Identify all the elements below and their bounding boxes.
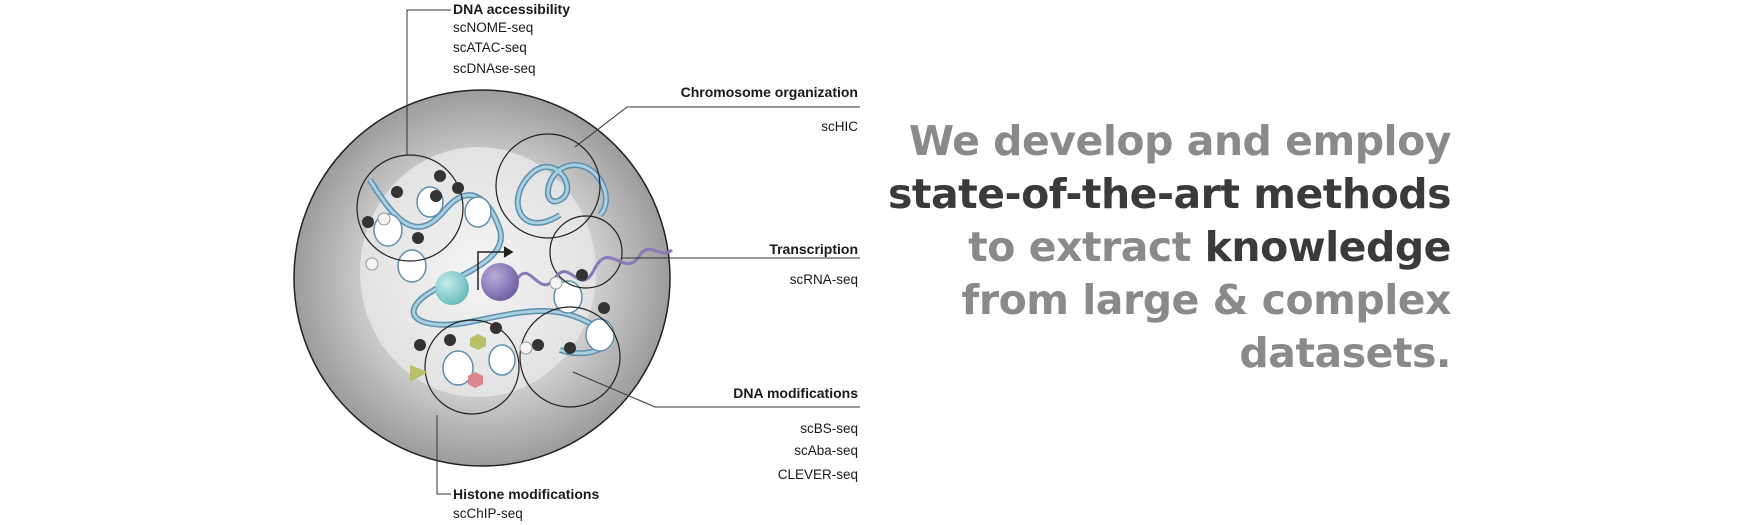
tagline-line-3-lead: to extract — [968, 223, 1205, 271]
label-dna-modifications-title: DNA modifications — [733, 385, 858, 401]
leader-lines — [406, 9, 860, 495]
label-transcription-title: Transcription — [769, 241, 858, 257]
zoom-circles — [356, 133, 623, 415]
label-transcription-method-1: scRNA-seq — [790, 272, 858, 287]
label-dna-modifications-method-2: scAba-seq — [794, 443, 858, 458]
label-chromosome-organization-title: Chromosome organization — [681, 84, 858, 100]
label-histone-modifications-method-1: scChIP-seq — [453, 506, 523, 521]
label-dna-accessibility-method-3: scDNAse-seq — [453, 61, 536, 76]
single-cell-methods-diagram: DNA accessibility scNOME-seq scATAC-seq … — [293, 1, 860, 521]
methylation-marks — [362, 170, 610, 354]
transcription-start-arrow — [477, 246, 514, 290]
tagline-line-4: from large & complex — [961, 276, 1452, 324]
tagline-line-2: state-of-the-art methods — [887, 170, 1452, 218]
tagline-line-5: datasets. — [1239, 329, 1451, 377]
tagline-line-3-emphasis: knowledge — [1204, 223, 1452, 271]
label-histone-modifications-title: Histone modifications — [453, 486, 599, 502]
transcription-factor — [435, 271, 469, 305]
label-dna-accessibility-method-1: scNOME-seq — [453, 20, 533, 35]
label-dna-modifications-method-3: CLEVER-seq — [778, 467, 858, 482]
label-dna-accessibility-method-2: scATAC-seq — [453, 40, 527, 55]
histone-marks — [410, 334, 486, 388]
label-dna-modifications-method-1: scBS-seq — [800, 421, 858, 436]
label-chromosome-organization-method-1: scHIC — [821, 119, 858, 134]
tagline-line-1: We develop and employ — [908, 117, 1452, 165]
rna-transcript — [516, 247, 673, 287]
tagline-line-3: to extract knowledge — [888, 221, 1451, 274]
chromatin-loop — [514, 161, 609, 226]
label-dna-accessibility-title: DNA accessibility — [453, 1, 570, 17]
unmethylated-marks — [365, 212, 563, 355]
tagline: We develop and employ state-of-the-art m… — [887, 115, 1452, 380]
rna-polymerase — [481, 263, 519, 301]
